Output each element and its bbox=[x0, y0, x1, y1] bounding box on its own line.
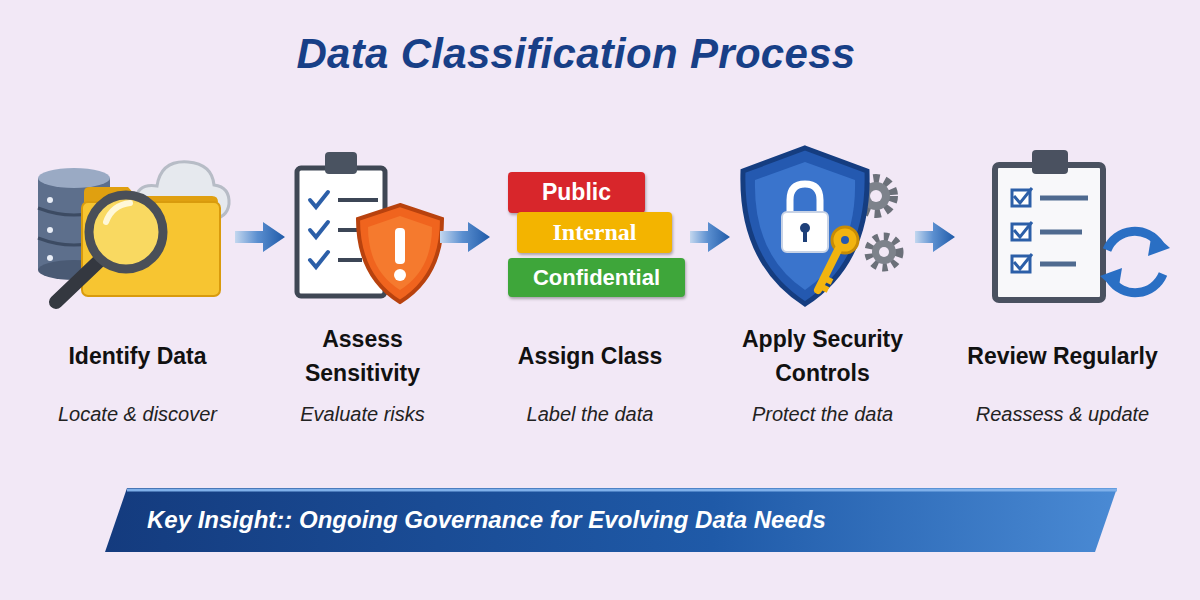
step-subtitle: Reassess & update bbox=[945, 403, 1180, 426]
insight-banner: Key Insight:: Ongoing Governance for Evo… bbox=[105, 488, 1117, 552]
flow-arrow bbox=[915, 222, 955, 252]
step-heading: Assess Sensitivity bbox=[285, 318, 440, 394]
step-heading: Apply Security Controls bbox=[730, 318, 915, 394]
class-text: Public bbox=[542, 179, 611, 206]
flow-arrow bbox=[690, 222, 730, 252]
class-label: Internal bbox=[517, 212, 672, 253]
step-heading: Assign Class bbox=[490, 318, 690, 394]
flow-arrow bbox=[235, 222, 285, 252]
banner-fill bbox=[105, 488, 1117, 552]
class-label: Confidential bbox=[508, 258, 685, 297]
process-step: Assign ClassLabel the dataPublicInternal… bbox=[490, 150, 690, 435]
diagram-title: Data Classification Process bbox=[190, 30, 962, 78]
class-label: Public bbox=[508, 172, 645, 213]
step-subtitle: Evaluate risks bbox=[275, 403, 450, 426]
banner-edge bbox=[127, 489, 1117, 492]
class-text: Internal bbox=[553, 219, 637, 246]
step-subtitle: Protect the data bbox=[720, 403, 925, 426]
process-step: Assess SensitivityEvaluate risks bbox=[285, 150, 440, 435]
process-step: Apply Security ControlsProtect the data bbox=[730, 150, 915, 435]
flow-arrow bbox=[440, 222, 490, 252]
class-text: Confidential bbox=[533, 265, 660, 291]
review-icon bbox=[995, 150, 1170, 300]
security-icon bbox=[743, 148, 899, 304]
step-subtitle: Label the data bbox=[480, 403, 700, 426]
assess-icon bbox=[297, 152, 442, 302]
step-heading: Review Regularly bbox=[955, 318, 1170, 394]
step-subtitle: Locate & discover bbox=[30, 403, 245, 426]
discover-icon bbox=[38, 162, 229, 302]
process-step: Identify DataLocate & discover bbox=[40, 150, 235, 435]
process-step: Review RegularlyReassess & update bbox=[955, 150, 1170, 435]
step-heading: Identify Data bbox=[40, 318, 235, 394]
insight-text: Key Insight:: Ongoing Governance for Evo… bbox=[147, 488, 1097, 552]
